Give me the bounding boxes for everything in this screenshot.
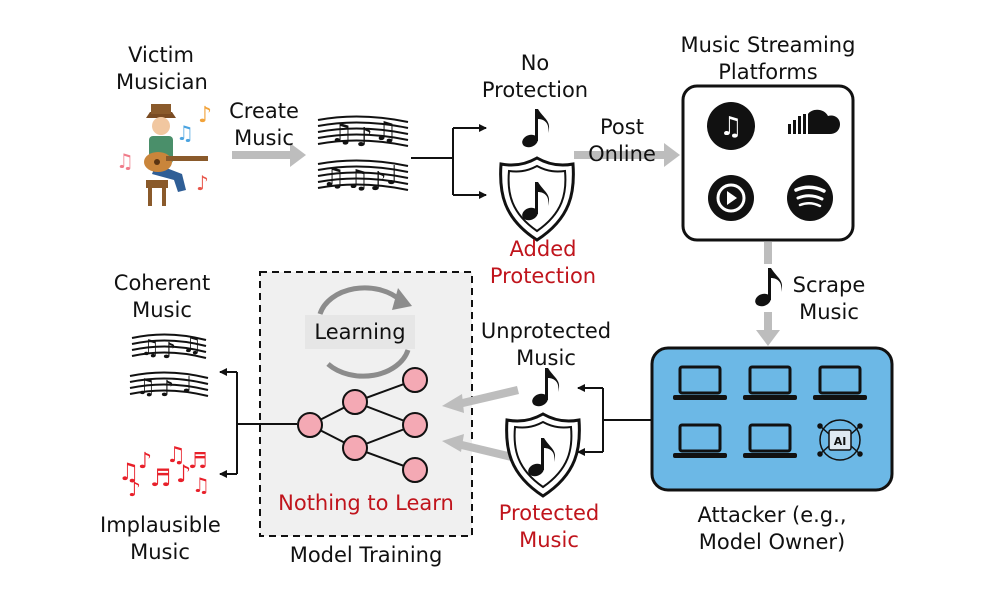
protected-shield-icon bbox=[505, 412, 581, 498]
post-online-arrow bbox=[574, 143, 680, 167]
soundcloud-icon bbox=[788, 109, 840, 134]
coherent-music-label: Coherent Music bbox=[113, 271, 211, 322]
svg-text:♪: ♪ bbox=[356, 123, 373, 153]
added-protection-label: Added Protection bbox=[489, 237, 597, 288]
added-protection-shield bbox=[499, 156, 575, 242]
attacker-box bbox=[650, 346, 894, 492]
youtube-music-icon bbox=[708, 175, 754, 221]
sheet-music-notes: ♫♪♫ ♫♫♪♩ bbox=[322, 117, 398, 197]
platforms-box bbox=[681, 84, 855, 242]
svg-text:♫: ♫ bbox=[140, 336, 160, 361]
create-music-arrow bbox=[232, 143, 306, 167]
nothing-to-learn-label: Nothing to Learn bbox=[278, 491, 454, 515]
svg-text:♫: ♫ bbox=[322, 163, 345, 193]
split-connector bbox=[411, 124, 487, 199]
cycle-arrow-icon bbox=[305, 285, 415, 379]
svg-text:♩: ♩ bbox=[386, 161, 398, 191]
create-music-label: Create Music bbox=[229, 99, 299, 150]
post-online-label: Post Online bbox=[588, 115, 656, 166]
svg-text:♫: ♫ bbox=[346, 165, 369, 195]
no-protection-label: No Protection bbox=[481, 51, 589, 102]
sheet-music-icon bbox=[317, 115, 409, 191]
svg-text:♪: ♪ bbox=[176, 460, 191, 488]
svg-text:♫: ♫ bbox=[719, 112, 742, 142]
scrape-music-label: Scrape Music bbox=[792, 273, 866, 324]
learning-label: Learning bbox=[314, 320, 406, 344]
model-training-label: Model Training bbox=[289, 543, 443, 567]
scrape-arrow bbox=[756, 242, 780, 346]
neural-network-icon bbox=[297, 367, 428, 483]
apple-music-icon: ♫ bbox=[707, 102, 755, 150]
coherent-notes: ♫♪♫ ♫♪♩ bbox=[136, 333, 202, 402]
svg-text:♪: ♪ bbox=[160, 377, 174, 402]
svg-text:♬: ♬ bbox=[150, 464, 172, 492]
platforms-title: Music Streaming Platforms bbox=[680, 33, 856, 84]
svg-text:♫: ♫ bbox=[176, 121, 194, 145]
unprotected-music-label: Unprotected Music bbox=[480, 319, 612, 370]
svg-text:♩: ♩ bbox=[182, 373, 192, 398]
coherent-sheet-music-icon bbox=[129, 333, 209, 397]
svg-text:♫: ♫ bbox=[182, 333, 202, 358]
output-connector bbox=[219, 368, 297, 478]
svg-text:♫: ♫ bbox=[118, 458, 140, 486]
svg-text:♪: ♪ bbox=[370, 167, 387, 197]
attacker-label: Attacker (e.g., Model Owner) bbox=[697, 503, 847, 554]
ai-chip-label: AI bbox=[834, 435, 847, 448]
music-note-icon bbox=[520, 109, 550, 150]
svg-text:♬: ♬ bbox=[188, 449, 208, 474]
svg-text:♫: ♫ bbox=[136, 375, 156, 400]
svg-text:♫: ♫ bbox=[192, 473, 210, 497]
ai-chip-icon bbox=[817, 419, 863, 461]
implausible-music-label: Implausible Music bbox=[100, 513, 221, 564]
svg-text:♪: ♪ bbox=[138, 449, 152, 474]
svg-text:♫: ♫ bbox=[330, 119, 353, 149]
svg-text:♫: ♫ bbox=[374, 117, 397, 147]
protected-to-network-arrow bbox=[442, 434, 517, 462]
guitar-player-icon: ♪ ♫ ♫ ♪ bbox=[116, 103, 212, 206]
scraped-note-icon bbox=[753, 268, 783, 309]
attacker-connector bbox=[577, 384, 652, 456]
svg-text:♪: ♪ bbox=[128, 477, 141, 501]
svg-text:♪: ♪ bbox=[198, 103, 212, 128]
svg-text:♪: ♪ bbox=[162, 339, 176, 364]
unprotected-to-network-arrow bbox=[442, 386, 519, 413]
svg-text:♫: ♫ bbox=[116, 149, 134, 173]
svg-text:♫: ♫ bbox=[166, 443, 186, 468]
protected-music-label: Protected Music bbox=[498, 501, 600, 552]
spotify-icon bbox=[787, 175, 833, 221]
svg-text:♪: ♪ bbox=[196, 171, 209, 195]
victim-musician-label: Victim Musician bbox=[116, 43, 208, 94]
unprotected-note-icon bbox=[530, 368, 560, 409]
implausible-notes-icon: ♫♪ ♬♫ ♪♬ ♪♫ bbox=[118, 443, 210, 501]
